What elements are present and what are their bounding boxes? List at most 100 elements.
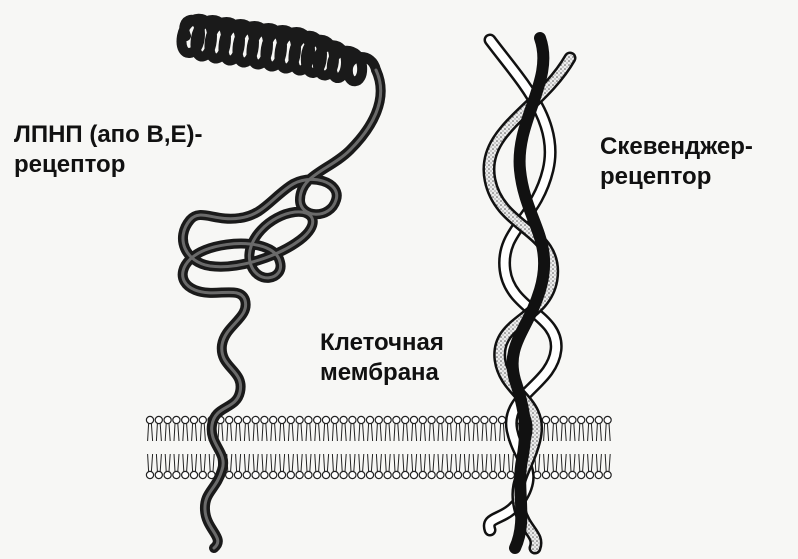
- lipid-tail-bottom: [236, 454, 241, 472]
- lipid-head-top: [234, 416, 241, 423]
- lipid-tail-top: [447, 424, 452, 442]
- lipid-tail-top: [280, 424, 285, 442]
- lipid-tail-bottom: [324, 454, 329, 472]
- lipid-tail-bottom: [385, 454, 390, 472]
- lipid-head-top: [322, 416, 329, 423]
- lipid-tail-top: [200, 424, 205, 442]
- lipid-head-top: [243, 416, 250, 423]
- lipid-head-bottom: [507, 471, 514, 478]
- lipid-head-bottom: [322, 471, 329, 478]
- lipid-head-bottom: [384, 471, 391, 478]
- lipid-head-top: [190, 416, 197, 423]
- lipid-tail-bottom: [570, 454, 575, 472]
- lipid-head-bottom: [595, 471, 602, 478]
- lipid-tail-bottom: [508, 454, 513, 472]
- lipid-head-top: [569, 416, 576, 423]
- lipid-head-top: [305, 416, 312, 423]
- lipid-tail-top: [262, 424, 267, 442]
- lipid-tail-bottom: [376, 454, 381, 472]
- lipid-head-top: [146, 416, 153, 423]
- lipid-head-top: [472, 416, 479, 423]
- lipid-tail-bottom: [183, 454, 188, 472]
- lipid-head-bottom: [199, 471, 206, 478]
- lipid-tail-bottom: [491, 454, 496, 472]
- cell-membrane-label-line2: мембрана: [320, 359, 439, 386]
- lipid-tail-bottom: [350, 454, 355, 472]
- lipid-head-top: [252, 416, 259, 423]
- lipid-head-bottom: [146, 471, 153, 478]
- lipid-tail-top: [174, 424, 179, 442]
- lipid-head-top: [349, 416, 356, 423]
- lipid-tail-bottom: [561, 454, 566, 472]
- lipid-head-top: [393, 416, 400, 423]
- lipid-head-bottom: [349, 471, 356, 478]
- lipid-tail-bottom: [174, 454, 179, 472]
- lipid-head-top: [446, 416, 453, 423]
- lipid-tail-bottom: [588, 454, 593, 472]
- lipid-tail-top: [429, 424, 434, 442]
- lipid-head-bottom: [155, 471, 162, 478]
- lipid-tail-top: [341, 424, 346, 442]
- lipid-tail-top: [165, 424, 170, 442]
- lipid-head-bottom: [498, 471, 505, 478]
- lipid-head-bottom: [569, 471, 576, 478]
- lipid-tail-bottom: [165, 454, 170, 472]
- lipid-tail-top: [315, 424, 320, 442]
- lipid-tail-bottom: [244, 454, 249, 472]
- lipid-tail-bottom: [148, 454, 153, 472]
- lipid-head-bottom: [340, 471, 347, 478]
- lipid-head-bottom: [366, 471, 373, 478]
- lipid-head-top: [586, 416, 593, 423]
- lipid-tail-top: [596, 424, 601, 442]
- lipid-head-bottom: [410, 471, 417, 478]
- lipid-tail-top: [359, 424, 364, 442]
- lipid-head-bottom: [278, 471, 285, 478]
- lipid-tail-bottom: [403, 454, 408, 472]
- lipid-head-top: [384, 416, 391, 423]
- lipid-tail-top: [227, 424, 232, 442]
- lipid-head-bottom: [296, 471, 303, 478]
- lipid-tail-bottom: [209, 454, 214, 472]
- ldl-receptor-label: ЛПНП (апо B,E)- рецептор: [14, 120, 203, 180]
- scavenger-receptor-label-line2: рецептор: [600, 163, 711, 190]
- lipid-head-bottom: [261, 471, 268, 478]
- lipid-head-bottom: [551, 471, 558, 478]
- lipid-head-top: [551, 416, 558, 423]
- lipid-tail-bottom: [447, 454, 452, 472]
- lipid-tail-bottom: [473, 454, 478, 472]
- cell-membrane-label-line1: Клеточная: [320, 329, 444, 356]
- lipid-head-top: [155, 416, 162, 423]
- lipid-head-top: [542, 416, 549, 423]
- lipid-tail-bottom: [579, 454, 584, 472]
- lipid-head-bottom: [454, 471, 461, 478]
- lipid-head-top: [604, 416, 611, 423]
- lipid-tail-bottom: [341, 454, 346, 472]
- lipid-head-bottom: [287, 471, 294, 478]
- lipid-head-top: [287, 416, 294, 423]
- lipid-tail-bottom: [315, 454, 320, 472]
- lipid-head-bottom: [164, 471, 171, 478]
- lipid-tail-bottom: [253, 454, 258, 472]
- lipid-head-bottom: [481, 471, 488, 478]
- lipid-head-bottom: [314, 471, 321, 478]
- ldl-receptor-label-line2: рецептор: [14, 151, 125, 178]
- lipid-head-bottom: [182, 471, 189, 478]
- lipid-head-top: [402, 416, 409, 423]
- lipid-tail-top: [570, 424, 575, 442]
- lipid-tail-top: [412, 424, 417, 442]
- lipid-tail-bottom: [359, 454, 364, 472]
- lipid-head-top: [578, 416, 585, 423]
- lipid-tail-bottom: [412, 454, 417, 472]
- lipid-head-bottom: [305, 471, 312, 478]
- lipid-head-bottom: [578, 471, 585, 478]
- lipid-head-top: [560, 416, 567, 423]
- lipid-head-bottom: [604, 471, 611, 478]
- lipid-tail-top: [368, 424, 373, 442]
- lipid-head-top: [226, 416, 233, 423]
- lipid-head-top: [498, 416, 505, 423]
- lipid-head-top: [358, 416, 365, 423]
- lipid-tail-top: [394, 424, 399, 442]
- lipid-tail-top: [244, 424, 249, 442]
- lipid-head-top: [490, 416, 497, 423]
